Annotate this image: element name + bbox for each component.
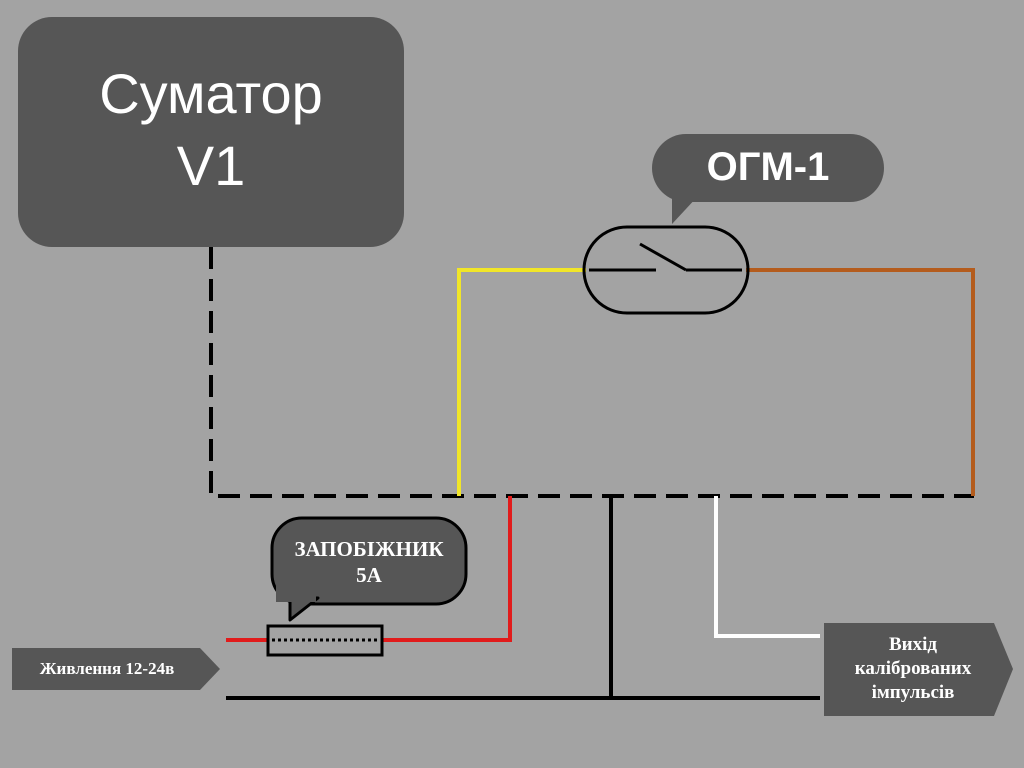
output-label-arrow (824, 623, 1013, 716)
output-label-line3: імпульсів (871, 682, 955, 703)
power-label: Живлення 12-24в (39, 659, 175, 678)
fuse-label-line2: 5А (356, 563, 382, 587)
summator-title-line2: V1 (176, 134, 246, 197)
reed-switch-symbol (582, 225, 750, 315)
power-label-arrow (12, 648, 220, 690)
output-label-line2: каліброваних (854, 658, 972, 679)
summator-title: Суматор V1 (18, 55, 404, 205)
yellow-wire (457, 268, 586, 496)
fuse-label-line1: ЗАПОБІЖНИК (294, 537, 444, 561)
ground-wire (226, 496, 820, 700)
summator-title-line1: Суматор (99, 62, 323, 125)
sensor-label: ОГМ-1 (706, 144, 830, 189)
fuse-callout (270, 516, 468, 622)
output-label-line1: Вихід (888, 634, 937, 655)
fuse-symbol (266, 624, 384, 657)
dashed-signal-wire (209, 247, 974, 498)
brown-wire (746, 268, 975, 496)
fuse-label: ЗАПОБІЖНИК 5А (272, 530, 466, 594)
summator-box (18, 17, 404, 247)
red-wire (226, 496, 512, 642)
white-output-wire (714, 496, 820, 638)
output-label: Вихід каліброваних імпульсів (826, 624, 1000, 714)
sensor-callout (652, 134, 884, 224)
